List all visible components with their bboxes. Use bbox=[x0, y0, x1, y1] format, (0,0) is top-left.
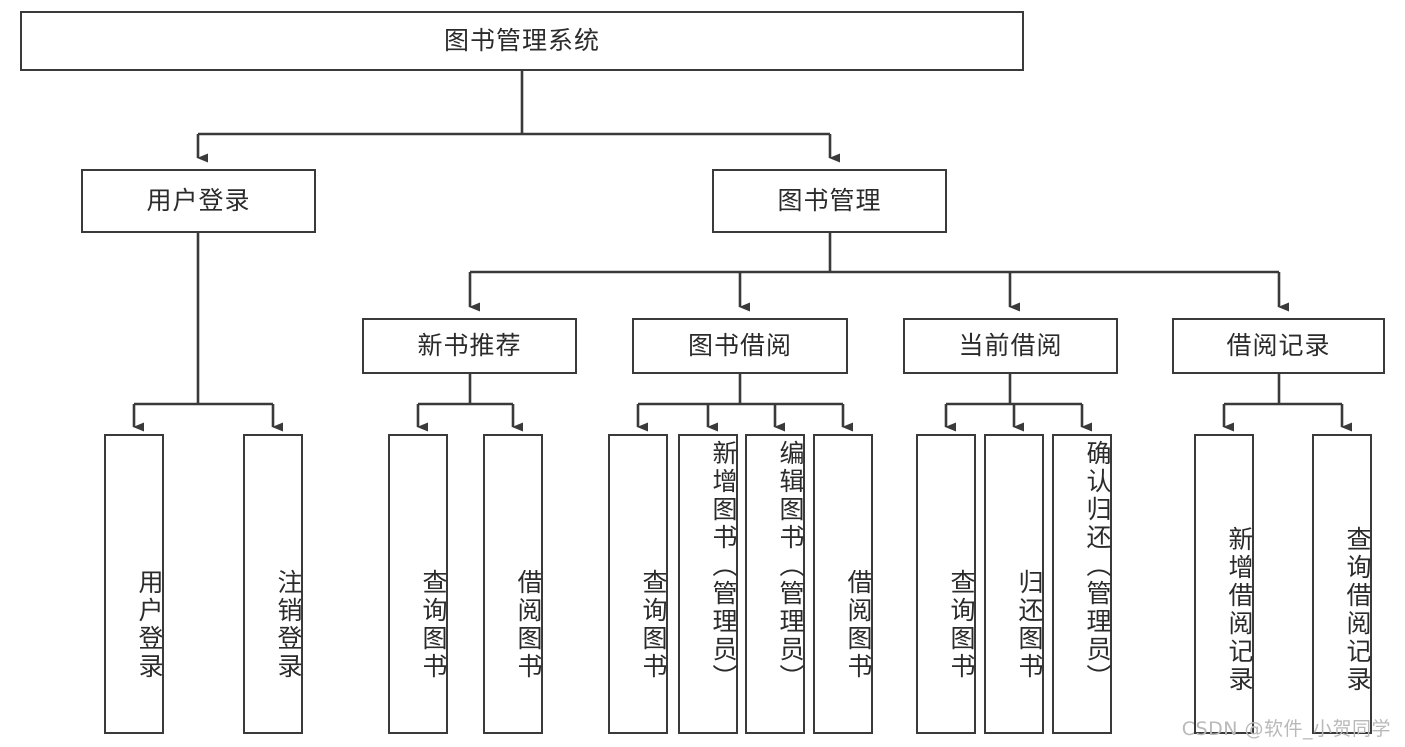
node-label: 用户登录 bbox=[135, 569, 164, 681]
node-leaf-borrow-book-recommend[interactable]: 借阅图书 bbox=[483, 434, 543, 734]
node-current-borrow[interactable]: 当前借阅 bbox=[903, 318, 1118, 374]
node-leaf-query-book-borrow[interactable]: 查询图书 bbox=[608, 434, 668, 734]
node-book-borrow[interactable]: 图书借阅 bbox=[632, 318, 848, 374]
node-label: 图书管理 bbox=[777, 185, 882, 215]
node-label: 图书管理系统 bbox=[443, 25, 600, 55]
node-label: 新增借阅记录 bbox=[1225, 526, 1254, 694]
node-leaf-borrow-book[interactable]: 借阅图书 bbox=[813, 434, 873, 734]
node-label: 借阅图书 bbox=[844, 569, 873, 681]
node-user-login[interactable]: 用户登录 bbox=[81, 169, 316, 233]
csdn-watermark: CSDN @软件_小贺同学 bbox=[1181, 718, 1391, 740]
node-label: 新增图书（管理员） bbox=[709, 440, 738, 692]
node-label: 用户登录 bbox=[146, 185, 251, 215]
node-leaf-query-borrow-record[interactable]: 查询借阅记录 bbox=[1312, 434, 1372, 734]
node-leaf-add-book-admin[interactable]: 新增图书（管理员） bbox=[678, 434, 738, 734]
node-book-management[interactable]: 图书管理 bbox=[712, 169, 947, 233]
node-leaf-return-book[interactable]: 归还图书 bbox=[984, 434, 1044, 734]
node-root-system[interactable]: 图书管理系统 bbox=[20, 11, 1024, 71]
node-leaf-edit-book-admin[interactable]: 编辑图书（管理员） bbox=[745, 434, 805, 734]
node-label: 确认归还（管理员） bbox=[1083, 440, 1112, 692]
node-label: 当前借阅 bbox=[958, 330, 1063, 360]
node-label: 查询图书 bbox=[419, 569, 448, 681]
node-leaf-user-login[interactable]: 用户登录 bbox=[104, 434, 164, 734]
node-label: 查询借阅记录 bbox=[1343, 526, 1372, 694]
node-leaf-query-book-current[interactable]: 查询图书 bbox=[916, 434, 976, 734]
node-label: 新书推荐 bbox=[417, 330, 522, 360]
node-leaf-query-book-recommend[interactable]: 查询图书 bbox=[388, 434, 448, 734]
node-label: 查询图书 bbox=[947, 569, 976, 681]
node-new-book-recommend[interactable]: 新书推荐 bbox=[362, 318, 577, 374]
node-leaf-confirm-return-admin[interactable]: 确认归还（管理员） bbox=[1052, 434, 1112, 734]
node-label: 借阅记录 bbox=[1226, 330, 1331, 360]
node-leaf-add-borrow-record[interactable]: 新增借阅记录 bbox=[1194, 434, 1254, 734]
node-label: 借阅图书 bbox=[514, 569, 543, 681]
node-label: 图书借阅 bbox=[687, 330, 792, 360]
node-label: 编辑图书（管理员） bbox=[776, 440, 805, 692]
node-label: 注销登录 bbox=[274, 569, 303, 681]
node-label: 查询图书 bbox=[639, 569, 668, 681]
node-label: 归还图书 bbox=[1015, 569, 1044, 681]
node-borrow-record[interactable]: 借阅记录 bbox=[1172, 318, 1385, 374]
node-leaf-logout[interactable]: 注销登录 bbox=[243, 434, 303, 734]
